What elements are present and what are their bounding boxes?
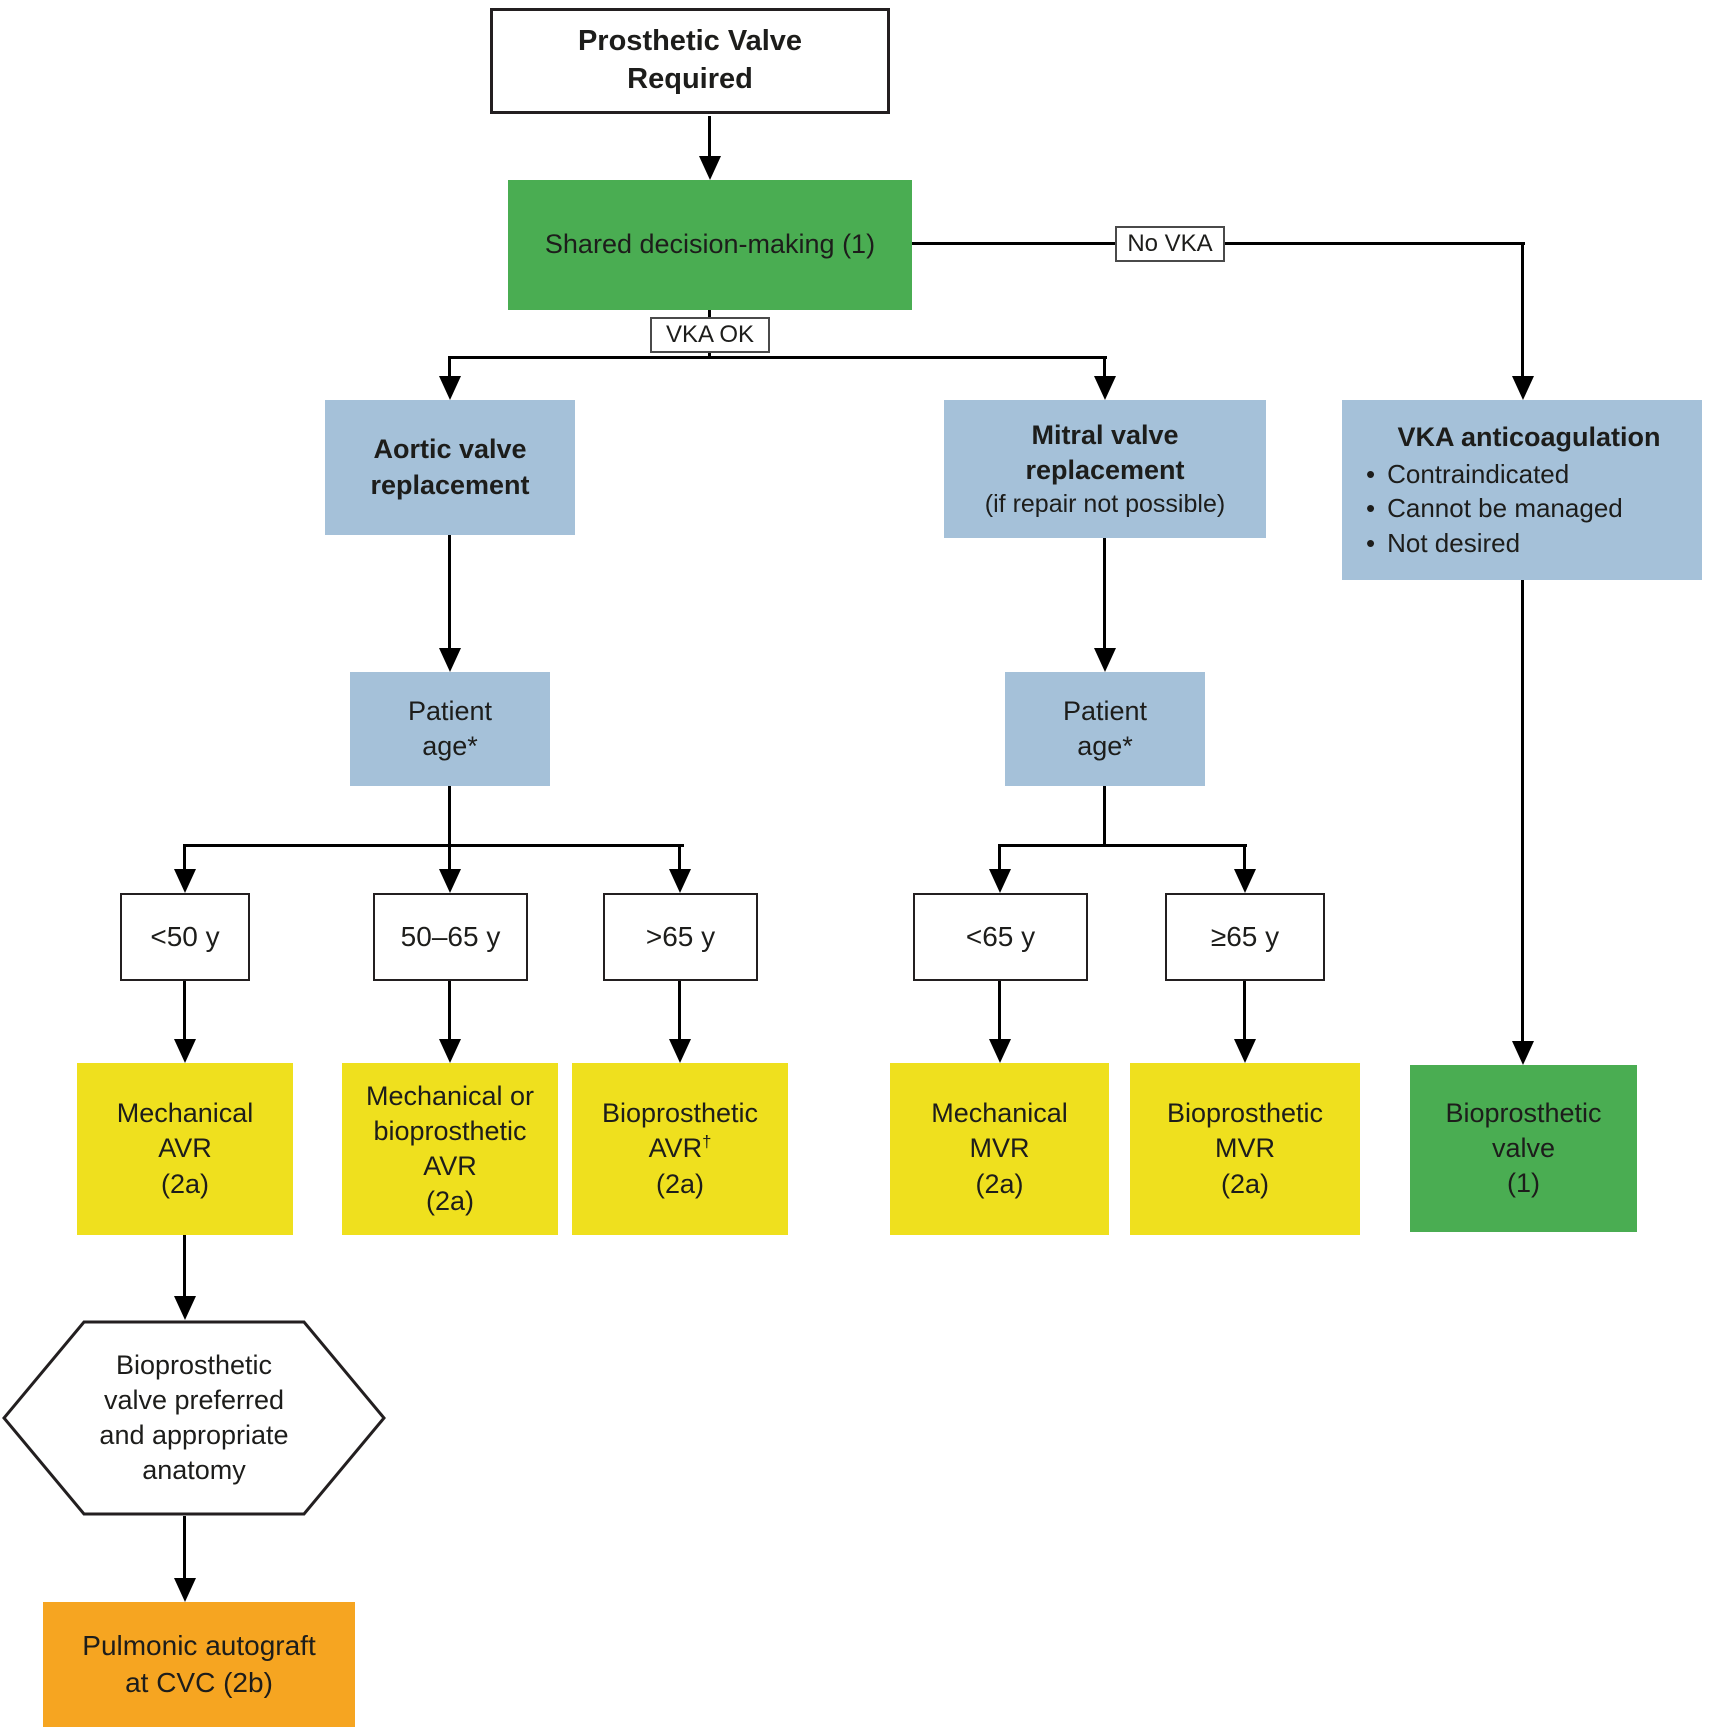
arrowhead-into-vka-box	[1512, 376, 1534, 400]
bio-avr-line3: (2a)	[655, 1168, 704, 1199]
bullet-dot: •	[1366, 493, 1376, 524]
connector-drop-under50	[183, 845, 186, 871]
node-age-50-65: 50–65 y	[373, 893, 528, 981]
connector-drop-under65	[998, 845, 1001, 871]
connector-under50-to-mech-avr	[183, 981, 186, 1041]
arrowhead-into-mech-mvr	[989, 1039, 1011, 1063]
node-mechanical-mvr: Mechanical MVR (2a)	[890, 1063, 1109, 1235]
connector-over65-to-bio-avr	[678, 981, 681, 1041]
arrowhead-into-over65	[669, 869, 691, 893]
connector-under65-to-mech-mvr	[998, 981, 1001, 1041]
bullet-dot: •	[1366, 459, 1376, 490]
connector-hexagon-to-pulmonic	[183, 1516, 186, 1580]
connector-drop-aortic	[448, 358, 451, 378]
connector-root-to-shared	[708, 116, 711, 158]
connector-mitral-to-age	[1103, 538, 1106, 650]
node-prosthetic-valve-required: Prosthetic Valve Required	[490, 8, 890, 114]
vka-title: VKA anticoagulation	[1397, 421, 1661, 452]
arrowhead-into-shared	[699, 156, 721, 180]
node-bioprosthetic-preferred-hexagon: Bioprosthetic valve preferred and approp…	[2, 1320, 386, 1516]
connector-aortic-age-split	[183, 844, 684, 847]
arrowhead-into-65plus	[1234, 869, 1256, 893]
connector-vka-ok-split	[448, 356, 1107, 359]
node-mitral-valve-replacement: Mitral valve replacement (if repair not …	[944, 400, 1266, 538]
arrowhead-into-bio-avr	[669, 1039, 691, 1063]
connector-50-65-to-mech-bio-avr	[448, 981, 451, 1041]
connector-age-mitral-down	[1103, 786, 1106, 847]
connector-mitral-age-split	[998, 844, 1247, 847]
arrowhead-into-age-mitral	[1094, 648, 1116, 672]
hexagon-shape	[2, 1320, 386, 1516]
node-patient-age-aortic: Patient age*	[350, 672, 550, 786]
arrowhead-into-under65	[989, 869, 1011, 893]
node-patient-age-mitral: Patient age*	[1005, 672, 1205, 786]
connector-aortic-to-age	[448, 535, 451, 650]
arrowhead-into-50-65	[439, 869, 461, 893]
arrowhead-into-mech-avr	[174, 1039, 196, 1063]
node-age-under-50: <50 y	[120, 893, 250, 981]
node-pulmonic-autograft: Pulmonic autograft at CVC (2b)	[43, 1602, 355, 1727]
node-aortic-valve-replacement: Aortic valve replacement	[325, 400, 575, 535]
connector-drop-mitral	[1103, 358, 1106, 378]
node-mechanical-or-bioprosthetic-avr: Mechanical or bioprosthetic AVR (2a)	[342, 1063, 558, 1235]
edge-label-vka-ok: VKA OK	[650, 317, 770, 353]
mitral-subtitle: (if repair not possible)	[984, 489, 1226, 518]
node-vka-anticoagulation: VKA anticoagulation • Contraindicated • Ca…	[1342, 400, 1702, 580]
arrowhead-into-aortic	[439, 376, 461, 400]
arrowhead-into-age-aortic	[439, 648, 461, 672]
arrowhead-into-mech-bio-avr	[439, 1039, 461, 1063]
connector-drop-65plus	[1243, 845, 1246, 871]
arrowhead-into-under50	[174, 869, 196, 893]
mitral-title: Mitral valve replacement	[1025, 419, 1185, 485]
node-age-65-plus: ≥65 y	[1165, 893, 1325, 981]
arrowhead-into-bio-valve	[1512, 1041, 1534, 1065]
vka-bullet-cannot-be-managed: Cannot be managed	[1387, 493, 1623, 524]
dagger-footnote-mark: †	[702, 1132, 712, 1152]
arrowhead-into-bio-mvr	[1234, 1039, 1256, 1063]
connector-no-vka-down	[1521, 244, 1524, 378]
node-age-over-65: >65 y	[603, 893, 758, 981]
arrowhead-into-pulmonic	[174, 1578, 196, 1602]
connector-age-aortic-down	[448, 786, 451, 847]
connector-drop-50-65	[448, 845, 451, 871]
node-bioprosthetic-valve: Bioprosthetic valve (1)	[1410, 1065, 1637, 1232]
vka-bullet-contraindicated: Contraindicated	[1387, 459, 1570, 490]
node-mechanical-avr: Mechanical AVR (2a)	[77, 1063, 293, 1235]
node-age-under-65: <65 y	[913, 893, 1088, 981]
connector-drop-over65	[678, 845, 681, 871]
node-bioprosthetic-mvr: Bioprosthetic MVR (2a)	[1130, 1063, 1360, 1235]
vka-bullet-not-desired: Not desired	[1387, 527, 1521, 558]
connector-vka-box-to-bio-valve	[1521, 580, 1524, 1042]
arrowhead-into-hexagon	[174, 1296, 196, 1320]
bullet-dot: •	[1366, 527, 1376, 558]
hexagon-label: Bioprosthetic valve preferred and approp…	[99, 1349, 289, 1486]
node-bioprosthetic-avr: Bioprosthetic AVR† (2a)	[572, 1063, 788, 1235]
edge-label-no-vka: No VKA	[1115, 226, 1225, 262]
connector-65plus-to-bio-mvr	[1243, 981, 1246, 1041]
bio-avr-line2: AVR†	[648, 1132, 712, 1164]
arrowhead-into-mitral	[1094, 376, 1116, 400]
bio-avr-line1: Bioprosthetic	[601, 1098, 759, 1129]
node-shared-decision-making: Shared decision-making (1)	[508, 180, 912, 310]
connector-mech-avr-to-hexagon	[183, 1235, 186, 1298]
